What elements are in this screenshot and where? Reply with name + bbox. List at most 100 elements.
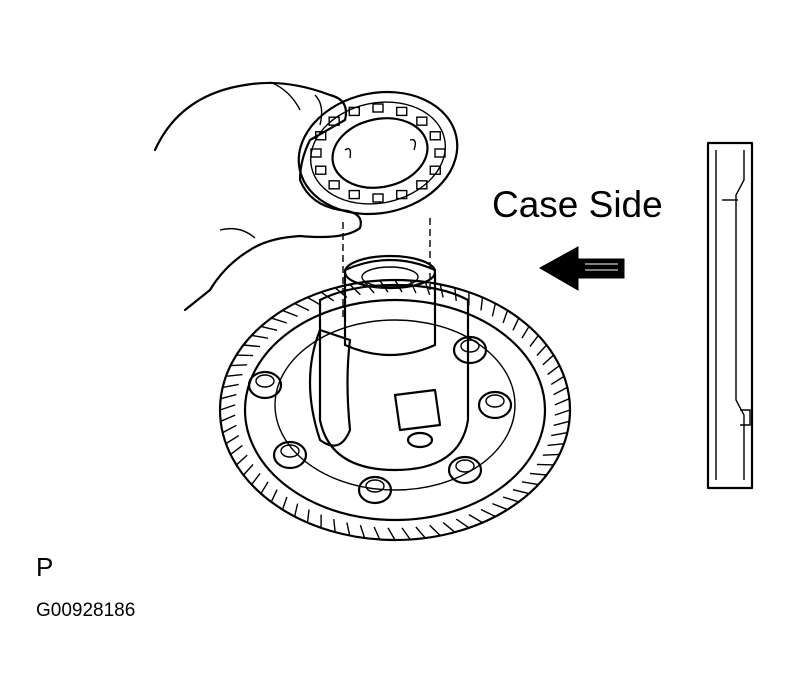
gear-tooth	[480, 508, 496, 518]
gear-tooth	[260, 481, 269, 494]
gear-tooth	[294, 302, 310, 312]
bolt-head	[447, 455, 483, 485]
gear-tooth	[553, 420, 570, 427]
gear-tooth	[222, 424, 237, 434]
gear-tooth	[553, 386, 568, 396]
gear-tooth	[554, 398, 570, 406]
gear-tooth	[502, 496, 519, 503]
gear-tooth	[547, 442, 565, 447]
gear-tooth	[293, 503, 299, 517]
race-roller	[396, 106, 408, 117]
gear-tooth	[468, 514, 483, 524]
gear-tooth	[521, 481, 539, 486]
gear-tooth	[373, 526, 381, 540]
case-boss	[393, 388, 442, 432]
gear-tooth	[512, 489, 530, 495]
bolt-top	[255, 374, 275, 388]
bolt-head	[357, 475, 393, 505]
gear-tooth	[225, 373, 243, 378]
gear-tooth	[346, 522, 351, 536]
gear-tooth	[554, 409, 571, 416]
gear-tooth	[521, 326, 530, 339]
gear-tooth	[281, 496, 288, 510]
race-roller	[429, 131, 441, 141]
race-roller	[396, 189, 408, 200]
gear-tooth	[282, 309, 298, 318]
case-side-label: Case Side	[492, 184, 663, 225]
gear-tooth	[415, 526, 426, 539]
gear-tooth	[455, 518, 470, 529]
race-roller	[429, 165, 441, 175]
gear-tooth	[502, 310, 509, 324]
race-roller	[315, 165, 327, 175]
bolt-top	[485, 394, 505, 408]
gear-tooth	[307, 296, 322, 306]
bolt-top	[280, 444, 300, 458]
case-hub-top	[343, 254, 437, 290]
gear-tooth	[401, 527, 411, 540]
gear-tooth	[387, 527, 396, 541]
view-letter-label: P	[36, 552, 54, 582]
bolt-head	[477, 390, 513, 420]
hand-icon	[153, 81, 362, 312]
ring-gear-rim	[274, 319, 516, 491]
differential-case-icon	[218, 254, 572, 542]
gear-tooth	[220, 414, 236, 422]
gear-tooth	[333, 518, 336, 533]
race-roller	[310, 148, 322, 158]
gear-tooth	[225, 434, 240, 445]
gear-tooth	[550, 375, 565, 386]
case-pin-hole	[406, 431, 434, 449]
arrow-left-icon	[538, 246, 625, 291]
bearing-race-icon	[297, 90, 459, 216]
race-roller	[348, 189, 360, 200]
case-hub-bore	[361, 266, 419, 288]
gear-tooth	[235, 454, 248, 466]
gear-tooth	[529, 335, 539, 348]
race-roller	[372, 103, 384, 113]
case-window	[308, 328, 352, 447]
gear-tooth	[270, 489, 278, 503]
gear-tooth	[243, 344, 261, 348]
gear-tooth	[364, 281, 375, 294]
gear-tooth	[492, 502, 508, 511]
gear-tooth	[251, 472, 261, 485]
gear-tooth	[512, 317, 520, 331]
gear-tooth	[219, 404, 236, 411]
figure-id-label: G00928186	[36, 600, 136, 621]
race-roller	[348, 106, 360, 117]
gear-tooth	[480, 297, 484, 311]
race-roller	[328, 180, 340, 190]
bolt-top	[460, 339, 480, 353]
gear-tooth	[242, 464, 254, 476]
race-roller	[416, 180, 428, 190]
bolt-head	[272, 440, 308, 470]
bolt-top	[365, 479, 385, 493]
gear-tooth	[220, 393, 237, 400]
gear-tooth	[542, 453, 560, 456]
ring-gear-bolts	[247, 335, 513, 505]
gear-tooth	[251, 334, 269, 339]
case-section-icon	[706, 141, 754, 490]
bolt-head	[247, 370, 283, 400]
bolt-head	[452, 335, 488, 365]
race-roller	[328, 116, 340, 126]
gear-tooth	[429, 524, 441, 537]
gear-tooth	[536, 344, 548, 356]
gear-tooth	[222, 383, 239, 389]
case-hub	[343, 258, 437, 357]
gear-tooth	[359, 524, 366, 539]
race-roller	[434, 148, 446, 158]
gear-tooth	[542, 354, 555, 366]
gear-tooth	[306, 509, 310, 523]
gear-tooth	[547, 364, 560, 376]
race-roller	[416, 116, 428, 126]
race-roller	[372, 193, 384, 203]
gear-tooth	[230, 444, 243, 456]
race-roller	[315, 131, 327, 141]
ring-gear-teeth	[219, 279, 571, 541]
gear-tooth	[260, 325, 278, 331]
gear-tooth	[442, 521, 456, 533]
gear-tooth	[230, 364, 248, 367]
